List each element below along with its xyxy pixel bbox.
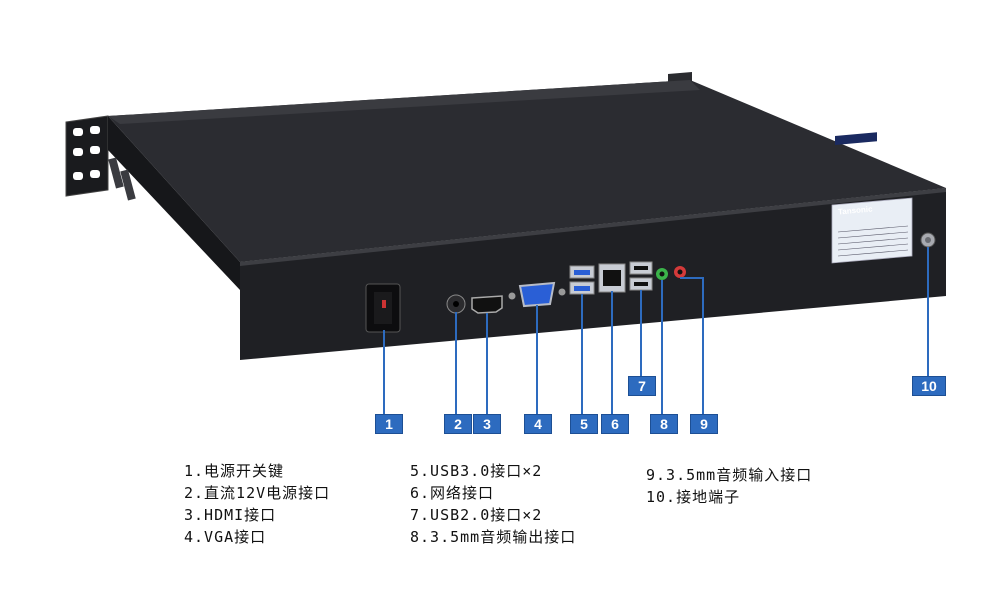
legend-item: 6.网络接口 [410,484,495,502]
callout-1: 1 [375,414,403,434]
legend-item: 7.USB2.0接口×2 [410,506,543,524]
callout-3: 3 [473,414,501,434]
legend-item: 8.3.5mm音频输出接口 [410,528,577,546]
callout-2: 2 [444,414,472,434]
callout-9: 9 [690,414,718,434]
legend-column-2: 5.USB3.0接口×2 6.网络接口 7.USB2.0接口×2 8.3.5mm… [410,460,576,548]
chassis-top [108,80,946,262]
legend-column-1: 1.电源开关键 2.直流12V电源接口 3.HDMI接口 4.VGA接口 [184,460,330,548]
lan-port-icon [598,263,626,293]
hdmi-port-icon [471,295,503,314]
legend-item: 2.直流12V电源接口 [184,484,331,502]
callout-4: 4 [524,414,552,434]
legend-item: 4.VGA接口 [184,528,267,546]
callout-8: 8 [650,414,678,434]
usb2-port-icon [629,261,653,291]
vga-port-icon [508,281,566,308]
dc-jack-icon [446,294,466,314]
chassis-left-side [108,116,240,290]
legend-item: 3.HDMI接口 [184,506,277,524]
leader-lines [383,247,929,416]
legend-item: 10.接地端子 [646,488,741,506]
legend-item: 5.USB3.0接口×2 [410,462,543,480]
ground-screw-icon [920,232,936,248]
power-switch-icon [365,283,401,333]
legend-item: 9.3.5mm音频输入接口 [646,466,813,484]
audio-in-icon [674,266,686,278]
callout-10: 10 [912,376,946,396]
audio-out-icon [656,268,668,280]
callout-6: 6 [601,414,629,434]
callout-7: 7 [628,376,656,396]
legend-column-3: 9.3.5mm音频输入接口 10.接地端子 [646,464,812,508]
left-rack-ear [65,115,109,197]
legend-item: 1.电源开关键 [184,462,285,480]
callout-5: 5 [570,414,598,434]
nameplate [831,132,913,264]
